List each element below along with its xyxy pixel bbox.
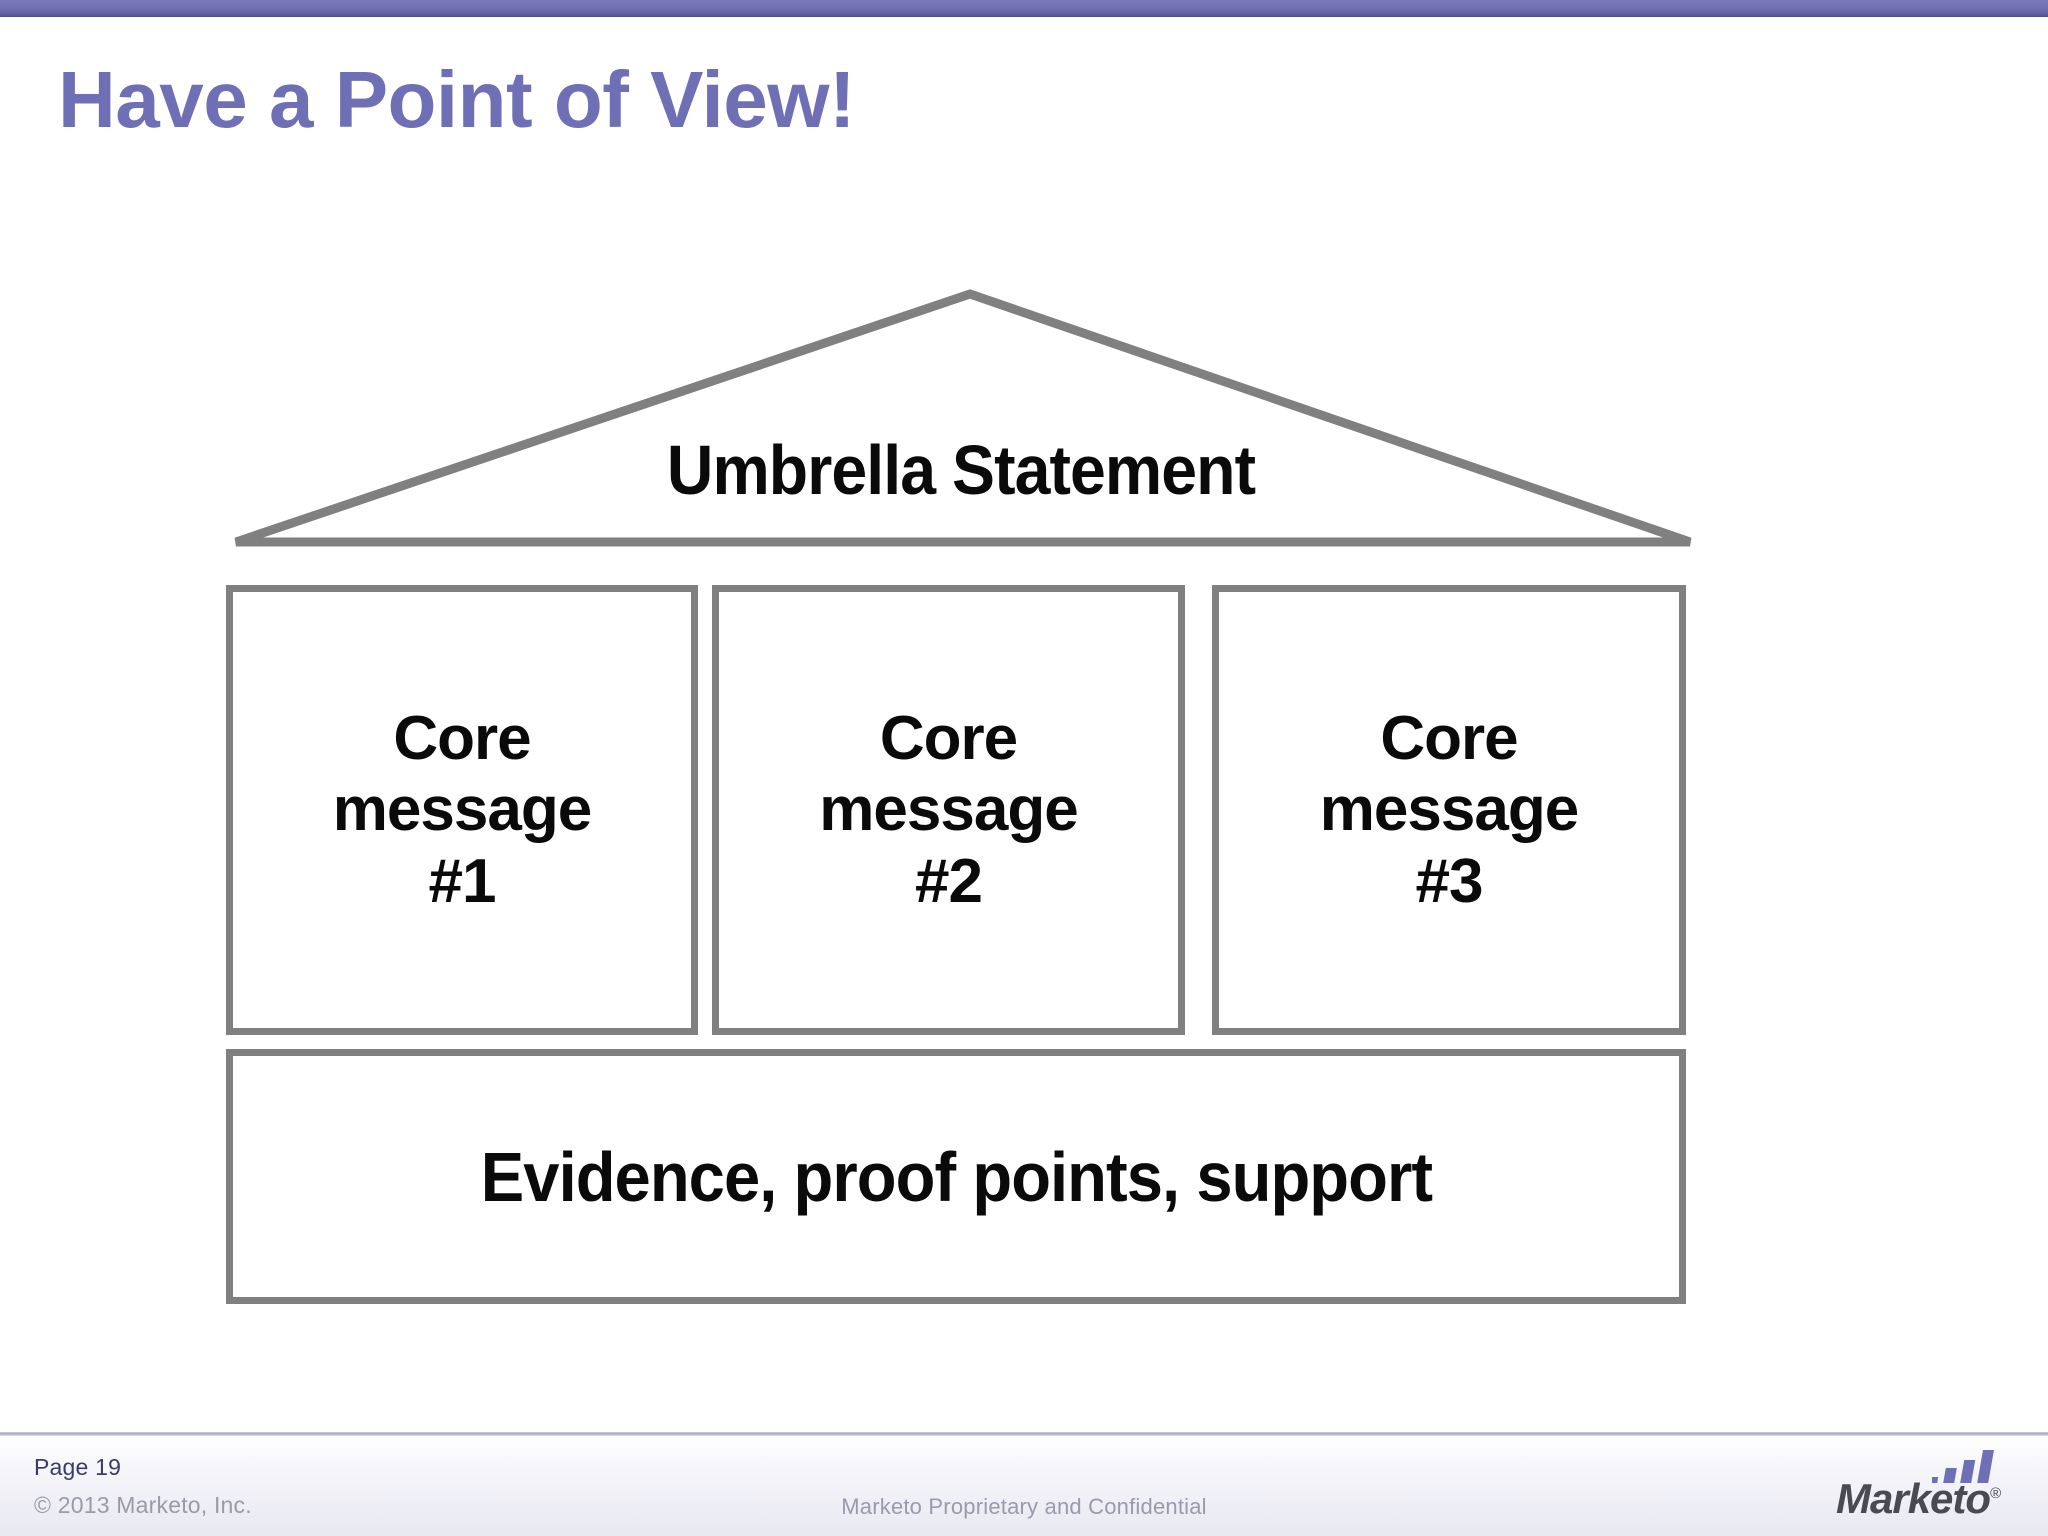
marketo-logo: Marketo® [1836, 1448, 2026, 1524]
marketo-wordmark: Marketo® [1836, 1475, 2001, 1522]
pillar-2-label: Core message #2 [819, 704, 1078, 916]
pillar-core-message-2[interactable]: Core message #2 [712, 585, 1185, 1035]
message-house-diagram: Umbrella Statement Core message #1 Core … [220, 0, 2048, 1304]
pillar-core-message-3[interactable]: Core message #3 [1212, 585, 1686, 1035]
copyright-notice: © 2013 Marketo, Inc. [34, 1492, 252, 1518]
page-title: Have a Point of View! [58, 55, 856, 144]
bar-chart-icon [1932, 1450, 1994, 1483]
pillar-1-label: Core message #1 [332, 704, 592, 916]
confidentiality-notice: Marketo Proprietary and Confidential [841, 1494, 1207, 1519]
pillar-core-message-1[interactable]: Core message #1 [226, 585, 698, 1035]
page-number: Page 19 [34, 1454, 122, 1480]
roof-shape[interactable] [220, 280, 1700, 560]
marketo-wordmark-text: Marketo [1836, 1475, 1991, 1522]
registered-trademark-icon: ® [1990, 1485, 2001, 1502]
pillar-3-label: Core message #3 [1319, 704, 1579, 916]
foundation-box[interactable]: Evidence, proof points, support [226, 1049, 1686, 1304]
foundation-label: Evidence, proof points, support [480, 1137, 1432, 1216]
top-accent-band [0, 0, 2048, 17]
slide-footer [0, 1436, 2048, 1536]
footer-divider [0, 1432, 2048, 1436]
